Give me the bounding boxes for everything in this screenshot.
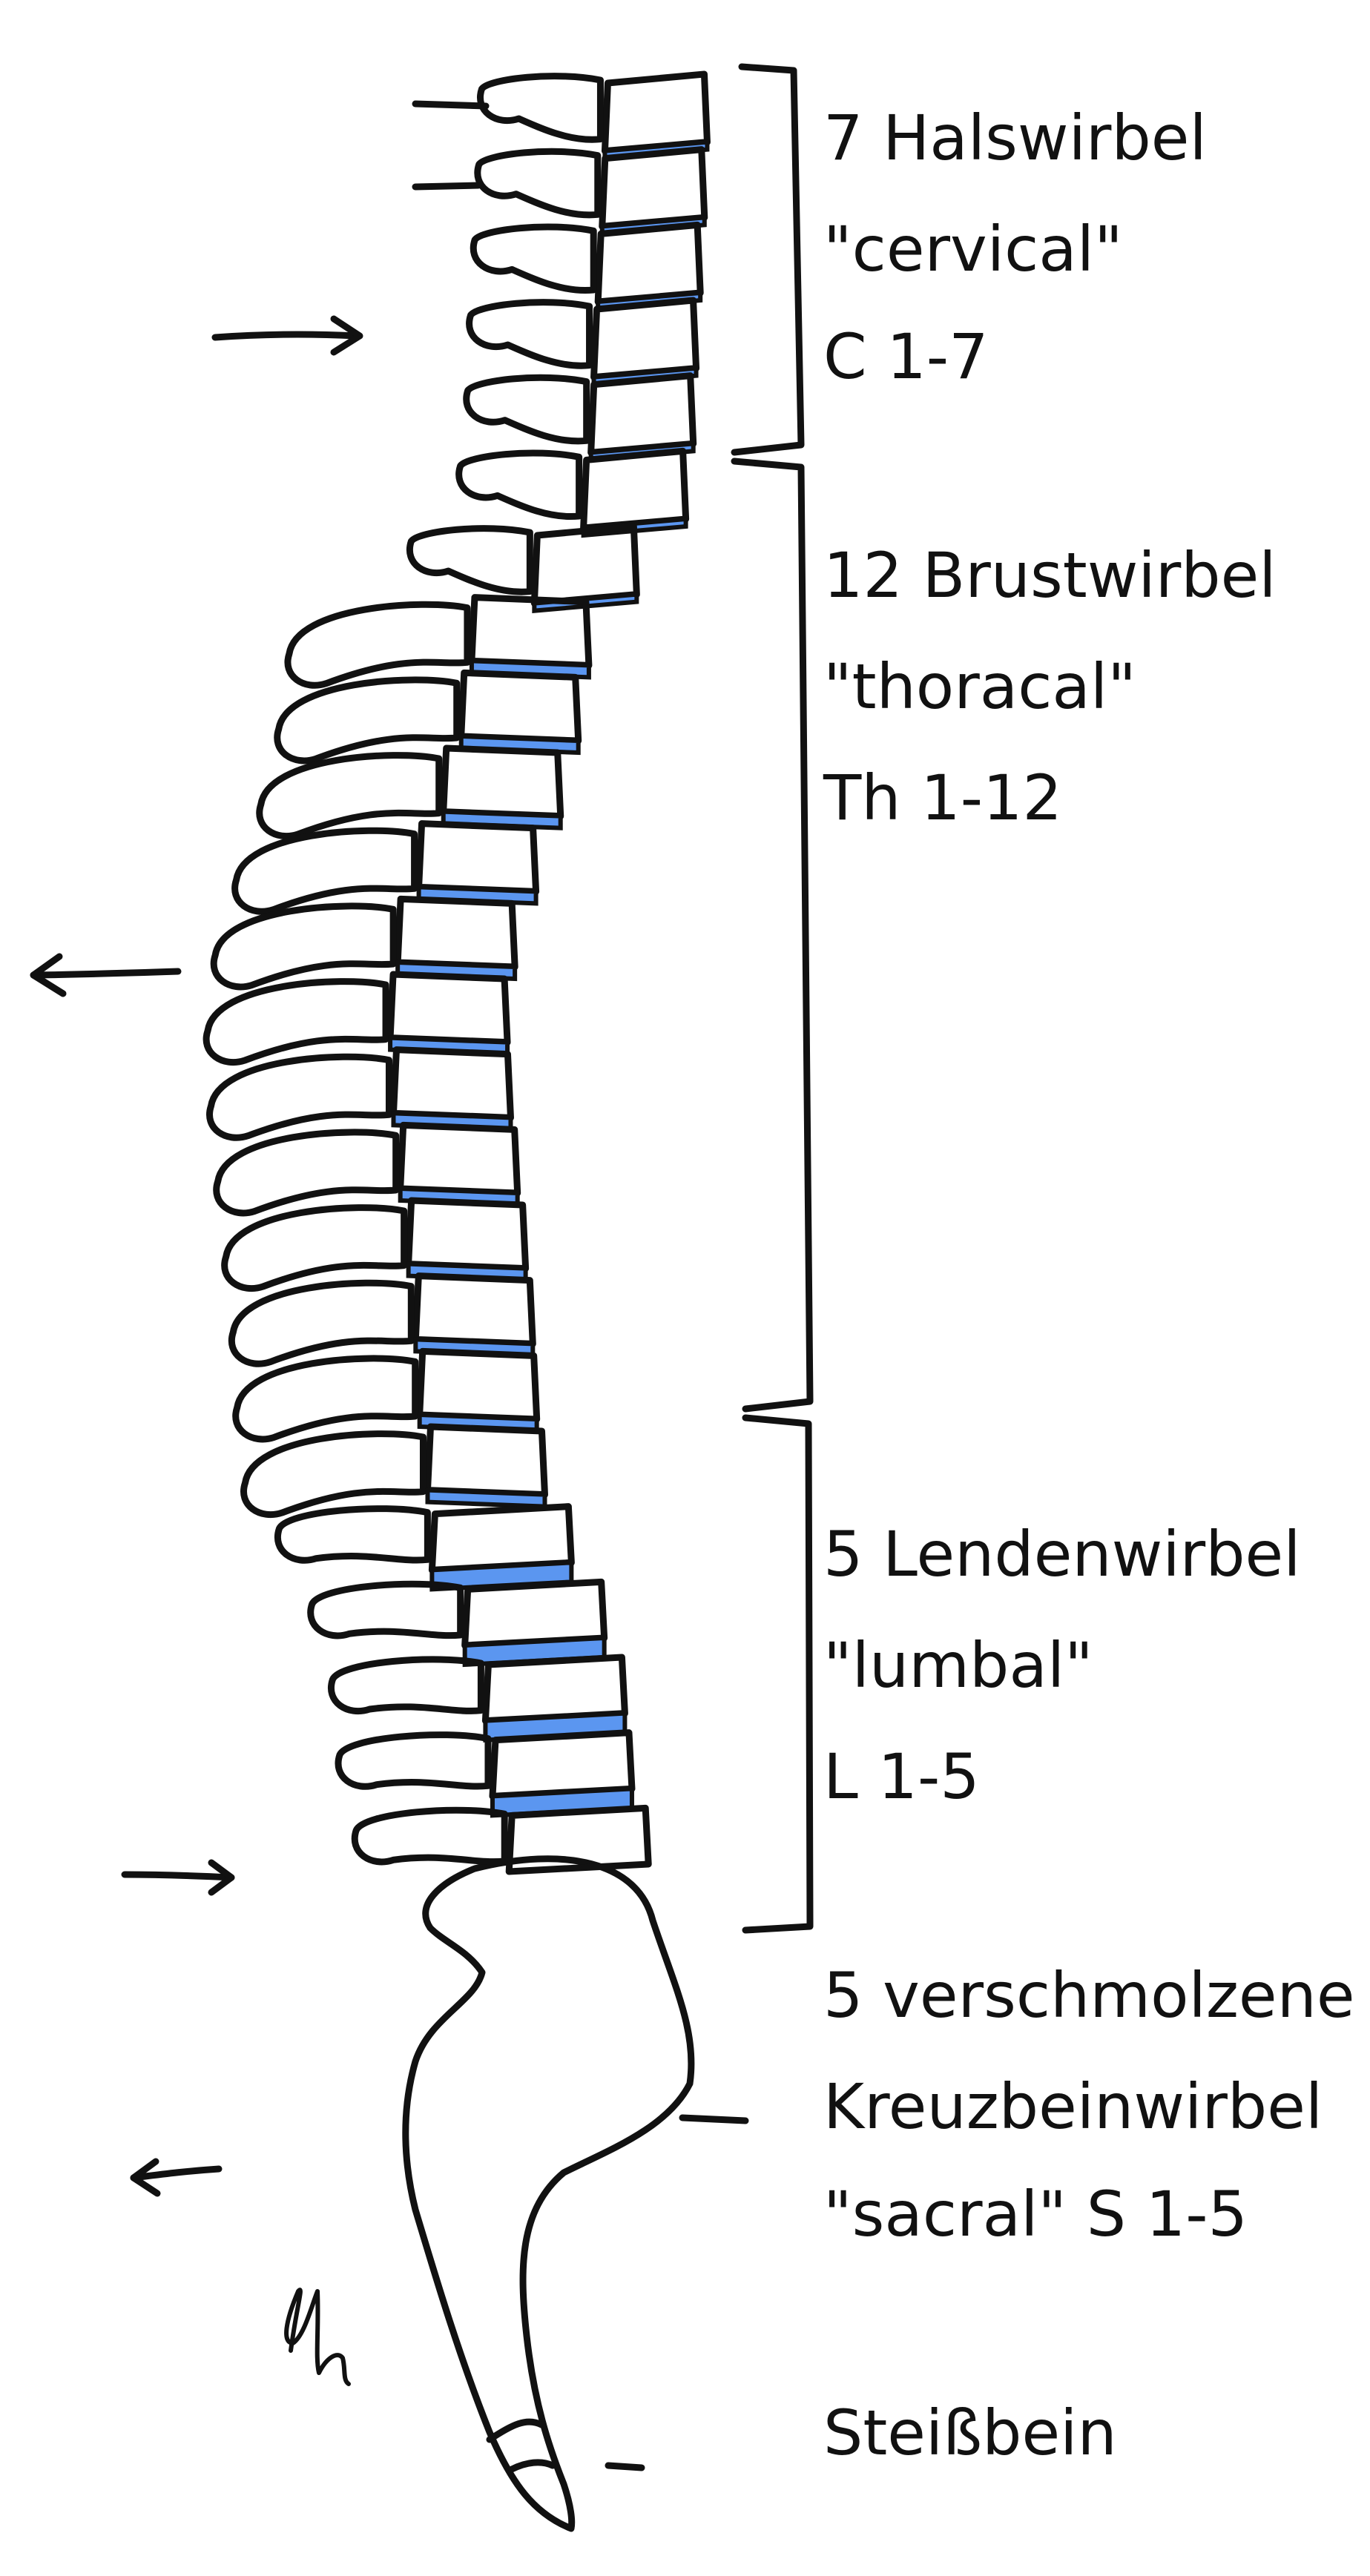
- vertebra-spinous-process: [274, 676, 461, 764]
- vertebra-spinous-process: [274, 1505, 431, 1564]
- vertebra-spinous-process: [474, 148, 602, 219]
- vertebra-body: [394, 895, 518, 971]
- tick-mark: [679, 2114, 749, 2124]
- coccyx-label: Steißbein: [823, 2397, 1117, 2469]
- lumbar-bracket: [742, 1414, 814, 1934]
- vertebra-spinous-process: [470, 223, 597, 294]
- vertebra-body: [599, 146, 708, 230]
- vertebra-spinous-process: [307, 1580, 464, 1639]
- vertebra-body: [481, 1654, 628, 1725]
- vertebra-body: [458, 669, 582, 744]
- vertebra-spinous-process: [213, 1129, 400, 1217]
- vertebra-spinous-process: [206, 1053, 392, 1141]
- vertebra-body: [397, 1121, 521, 1197]
- vertebra-body: [580, 447, 690, 532]
- vertebra-spinous-process: [284, 601, 471, 689]
- vertebra-spinous-process: [328, 1656, 484, 1715]
- vertebra-spinous-process: [210, 902, 397, 991]
- vertebra-body: [489, 1729, 636, 1800]
- vertebra-spinous-process: [466, 299, 593, 369]
- vertebra-spinous-process: [221, 1204, 408, 1292]
- vertebra-body: [590, 297, 700, 381]
- cervical-code-label: C 1-7: [823, 320, 989, 393]
- lumbar-code-label: L 1-5: [823, 1740, 980, 1813]
- vertebra-spinous-process: [351, 1806, 508, 1866]
- vertebra-body: [424, 1423, 548, 1499]
- thoracic-code-label: Th 1-12: [823, 762, 1062, 834]
- vertebra-body: [594, 221, 704, 306]
- lumbar-count-label: 5 Lendenwirbel: [823, 1518, 1301, 1591]
- vertebra-spinous-process: [335, 1731, 492, 1790]
- vertebra-body: [386, 971, 511, 1046]
- vertebra-spinous-process: [240, 1430, 427, 1519]
- coccyx: [486, 2418, 556, 2473]
- vertebra-spinous-process: [406, 525, 533, 595]
- vertebra-body: [415, 820, 540, 895]
- vertebral-column: [202, 70, 711, 1875]
- vertebra-spinous-process: [232, 1355, 419, 1443]
- vertebra-body: [412, 1272, 536, 1347]
- thoracic-bracket: [731, 458, 814, 1413]
- vertebra-spinous-process: [231, 827, 418, 915]
- thoracic-count-label: 12 Brustwirbel: [823, 539, 1277, 612]
- vertebra-body: [530, 523, 640, 607]
- vertebra-spinous-process: [256, 752, 443, 840]
- artist-signature: [284, 2288, 351, 2386]
- tick-mark: [412, 100, 490, 110]
- vertebra-body: [505, 1804, 652, 1875]
- sacral-count-label: 5 verschmolzene: [823, 1959, 1355, 2032]
- sacral-latin-label: Kreuzbeinwirbel: [823, 2070, 1323, 2143]
- sacral-code-label: "sacral" S 1-5: [823, 2178, 1248, 2250]
- vertebra-body: [587, 372, 697, 456]
- vertebra-body: [405, 1197, 530, 1272]
- arrow-left-icon: [30, 953, 182, 997]
- vertebra-spinous-process: [202, 978, 389, 1066]
- tick-mark: [605, 2462, 645, 2471]
- arrow-right-icon: [211, 315, 363, 356]
- vertebra-spinous-process: [228, 1279, 415, 1367]
- arrow-right-icon: [121, 1859, 235, 1896]
- sacrum: [402, 1855, 695, 2532]
- intervertebral-disc: [425, 1487, 547, 1509]
- vertebra-body: [601, 70, 711, 155]
- arrow-left-icon: [130, 2158, 223, 2197]
- cervical-bracket: [731, 63, 805, 456]
- vertebra-body: [428, 1503, 575, 1573]
- vertebra-spinous-process: [455, 449, 583, 521]
- vertebra-body: [389, 1046, 514, 1121]
- vertebra-spinous-process: [477, 73, 604, 143]
- vertebra-spinous-process: [463, 374, 590, 445]
- vertebra-body: [461, 1578, 608, 1649]
- vertebra-body: [416, 1347, 541, 1423]
- vertebra-body: [440, 744, 564, 820]
- cervical-latin-label: "cervical": [823, 213, 1123, 285]
- tick-mark: [412, 182, 482, 191]
- lumbar-latin-label: "lumbal": [823, 1629, 1093, 1702]
- thoracic-latin-label: "thoracal": [823, 650, 1136, 723]
- cervical-count-label: 7 Halswirbel: [823, 102, 1207, 174]
